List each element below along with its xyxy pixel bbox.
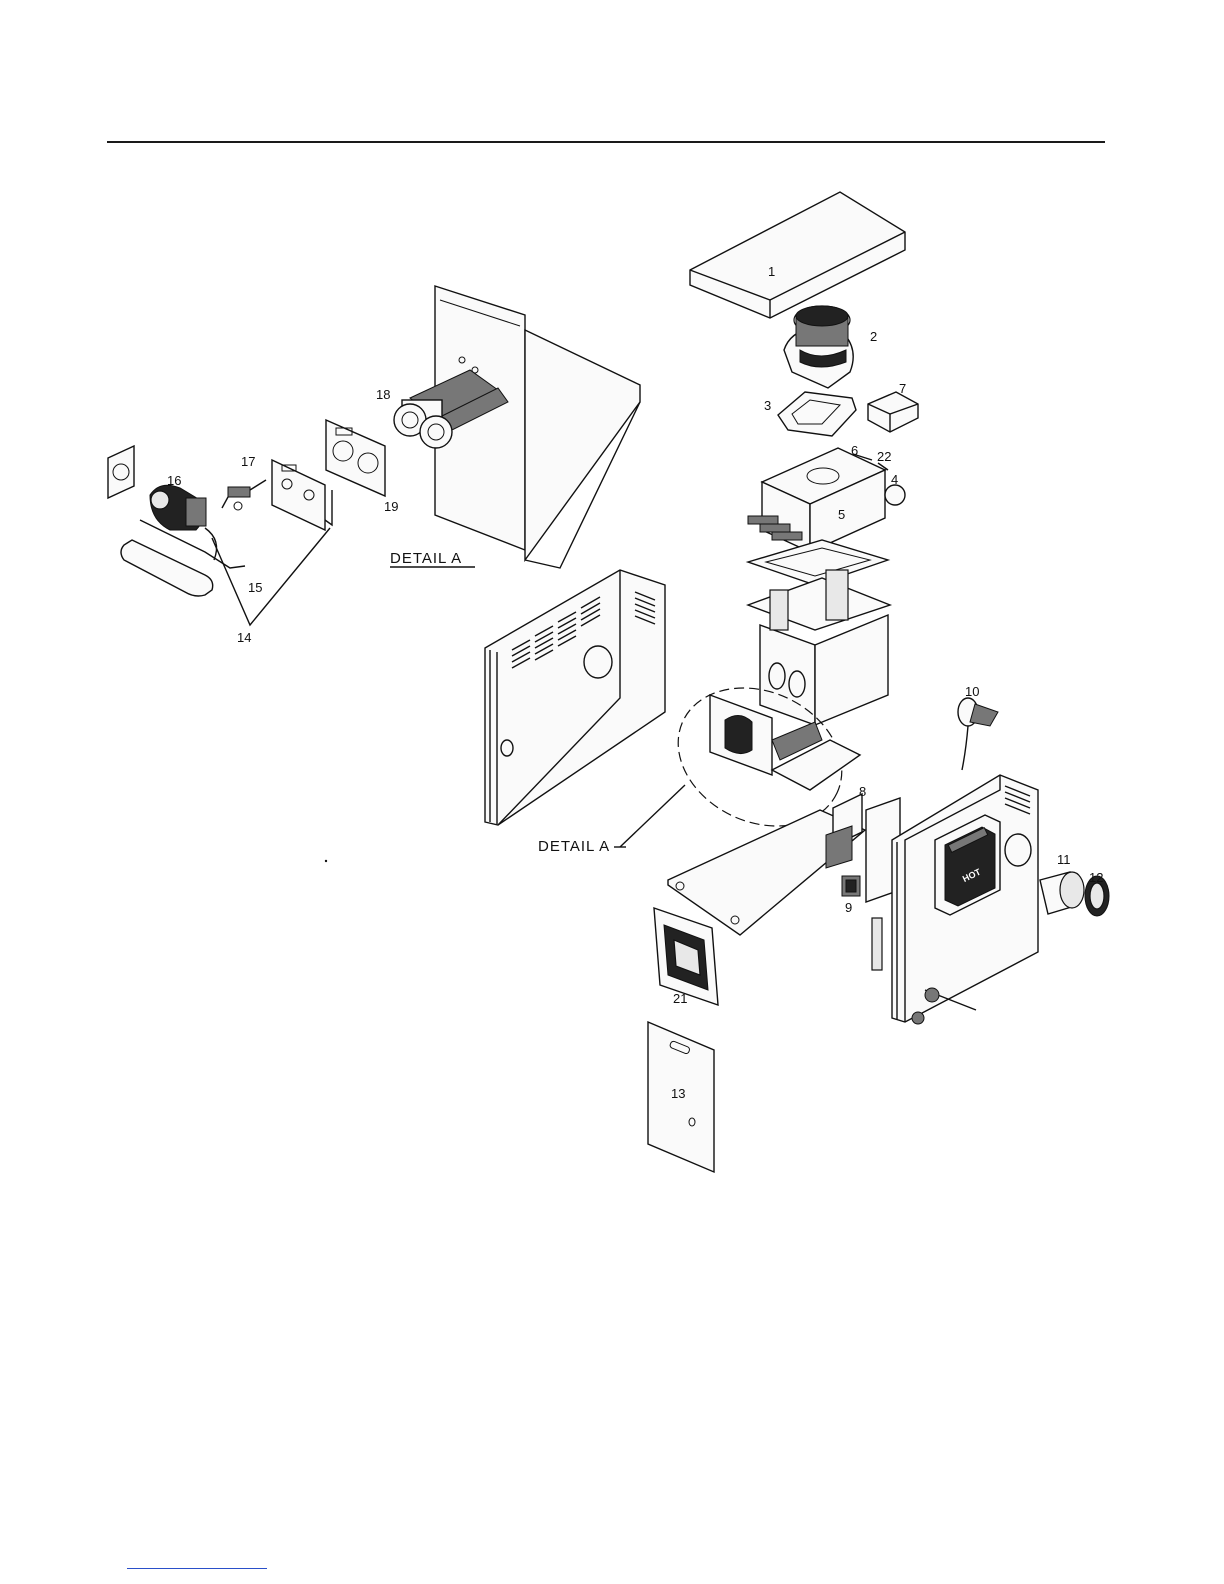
manifold-bracket — [272, 460, 332, 530]
igniter — [222, 480, 266, 510]
callout-11: 11 — [1057, 852, 1071, 867]
callout-14: 14 — [237, 630, 251, 645]
callout-1: 1 — [768, 264, 775, 279]
callout-15: 15 — [248, 580, 262, 595]
callout-19: 19 — [384, 499, 398, 514]
callout-8: 8 — [859, 784, 866, 799]
callout-18: 18 — [376, 387, 390, 402]
left-side-panel — [485, 570, 665, 825]
callout-5: 5 — [838, 507, 845, 522]
stray-mark — [325, 860, 327, 862]
top-cover — [690, 192, 905, 318]
callout-22: 22 — [877, 449, 891, 464]
callout-12: 12 — [1089, 870, 1103, 885]
control-bracket — [826, 794, 900, 902]
detail-a-pointer-label: DETAIL A — [538, 838, 610, 855]
callout-4: 4 — [891, 472, 898, 487]
junction-box — [868, 392, 918, 432]
blower — [784, 306, 853, 388]
callout-17: 17 — [241, 454, 255, 469]
pressure-switch — [842, 876, 860, 896]
gas-valve-assembly — [108, 446, 245, 596]
detail-a-title: DETAIL A — [390, 550, 462, 567]
heat-exchanger — [748, 570, 890, 725]
callout-13: 13 — [671, 1086, 685, 1101]
collector-gasket — [748, 540, 888, 585]
leader-14 — [212, 528, 330, 625]
callout-7: 7 — [899, 381, 906, 396]
callout-2: 2 — [870, 329, 877, 344]
callout-9: 9 — [845, 900, 852, 915]
callout-21: 21 — [673, 991, 687, 1006]
callout-3: 3 — [764, 398, 771, 413]
high-limit-switch — [958, 698, 998, 770]
blower-gasket — [778, 392, 856, 436]
callout-6: 6 — [851, 443, 858, 458]
burner-tray — [435, 286, 640, 568]
footer-link-underline — [127, 1568, 267, 1569]
callout-16: 16 — [167, 473, 181, 488]
orifice-plate — [326, 420, 385, 496]
callout-10: 10 — [965, 684, 979, 699]
detail-a-group — [108, 286, 640, 625]
